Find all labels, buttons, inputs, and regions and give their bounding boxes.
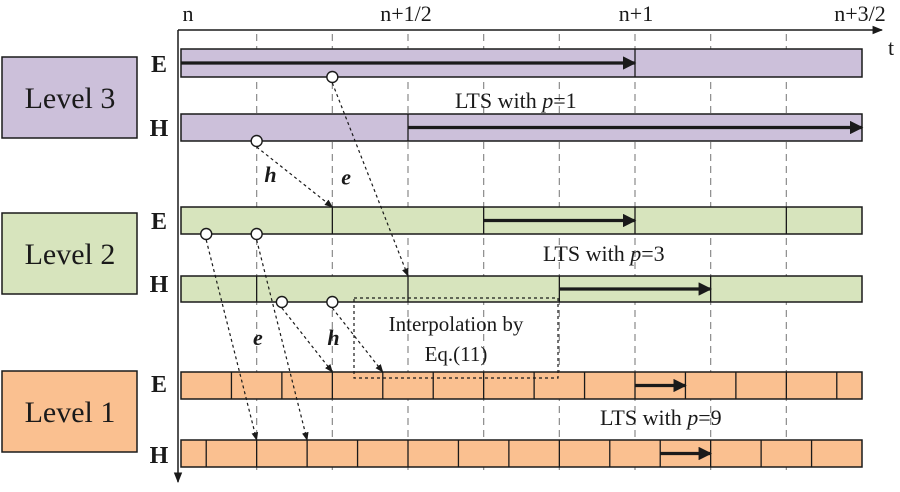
level-2-h-label: H	[150, 272, 169, 298]
interpolation-note-line1: Interpolation by	[389, 312, 524, 336]
interpolation-note: Interpolation by Eq.(11)	[353, 297, 559, 379]
level-1-label: Level 1	[25, 396, 116, 429]
time-axis-label: t	[888, 35, 894, 60]
level-2-label: Level 2	[25, 238, 116, 271]
dependency-label: e	[253, 325, 263, 350]
level-1-lts-label: LTS with p=9	[600, 405, 722, 430]
level-1-box: Level 1	[1, 370, 138, 453]
tick-label-1: n+1/2	[380, 1, 432, 26]
dependency-arrow	[331, 307, 384, 373]
dependency-source-marker	[250, 227, 263, 241]
interpolation-note-line2: Eq.(11)	[425, 342, 488, 366]
dependency-label: e	[341, 165, 351, 190]
level-1-h-bar	[180, 439, 863, 468]
dependency-source-marker	[326, 295, 339, 309]
time-step-bars	[180, 48, 864, 468]
level-1-e-bar	[180, 371, 863, 400]
dependency-arrow	[281, 307, 333, 373]
level-3-h-label: H	[150, 116, 169, 142]
dependency-arrow	[256, 146, 333, 208]
dependency-source-marker	[275, 295, 289, 309]
dependency-arrows: h e e h	[200, 70, 409, 441]
level-2-h-bar	[180, 275, 863, 303]
tick-label-2: n+1	[619, 1, 653, 26]
level-1-e-label: E	[151, 372, 167, 398]
dependency-arrow	[205, 239, 259, 441]
dependency-label: h	[264, 162, 276, 187]
dependency-arrow	[331, 82, 409, 277]
tick-label-3: n+3/2	[834, 1, 886, 26]
level-3-label: Level 3	[25, 82, 116, 115]
level-2-lts-label: LTS with p=3	[543, 241, 665, 266]
dependency-source-marker	[200, 227, 213, 241]
level-3-lts-label: LTS with p=1	[455, 88, 577, 113]
tick-label-0: n	[183, 1, 194, 26]
level-3-box: Level 3	[1, 56, 138, 139]
dependency-label: h	[327, 325, 339, 350]
level-2-box: Level 2	[1, 212, 138, 295]
level-1-h-label: H	[150, 443, 169, 469]
dependency-source-marker	[250, 134, 263, 148]
level-2-e-label: E	[151, 209, 167, 235]
level-3-e-label: E	[151, 52, 167, 78]
dependency-arrow	[256, 239, 309, 441]
dependency-source-marker	[326, 70, 339, 84]
